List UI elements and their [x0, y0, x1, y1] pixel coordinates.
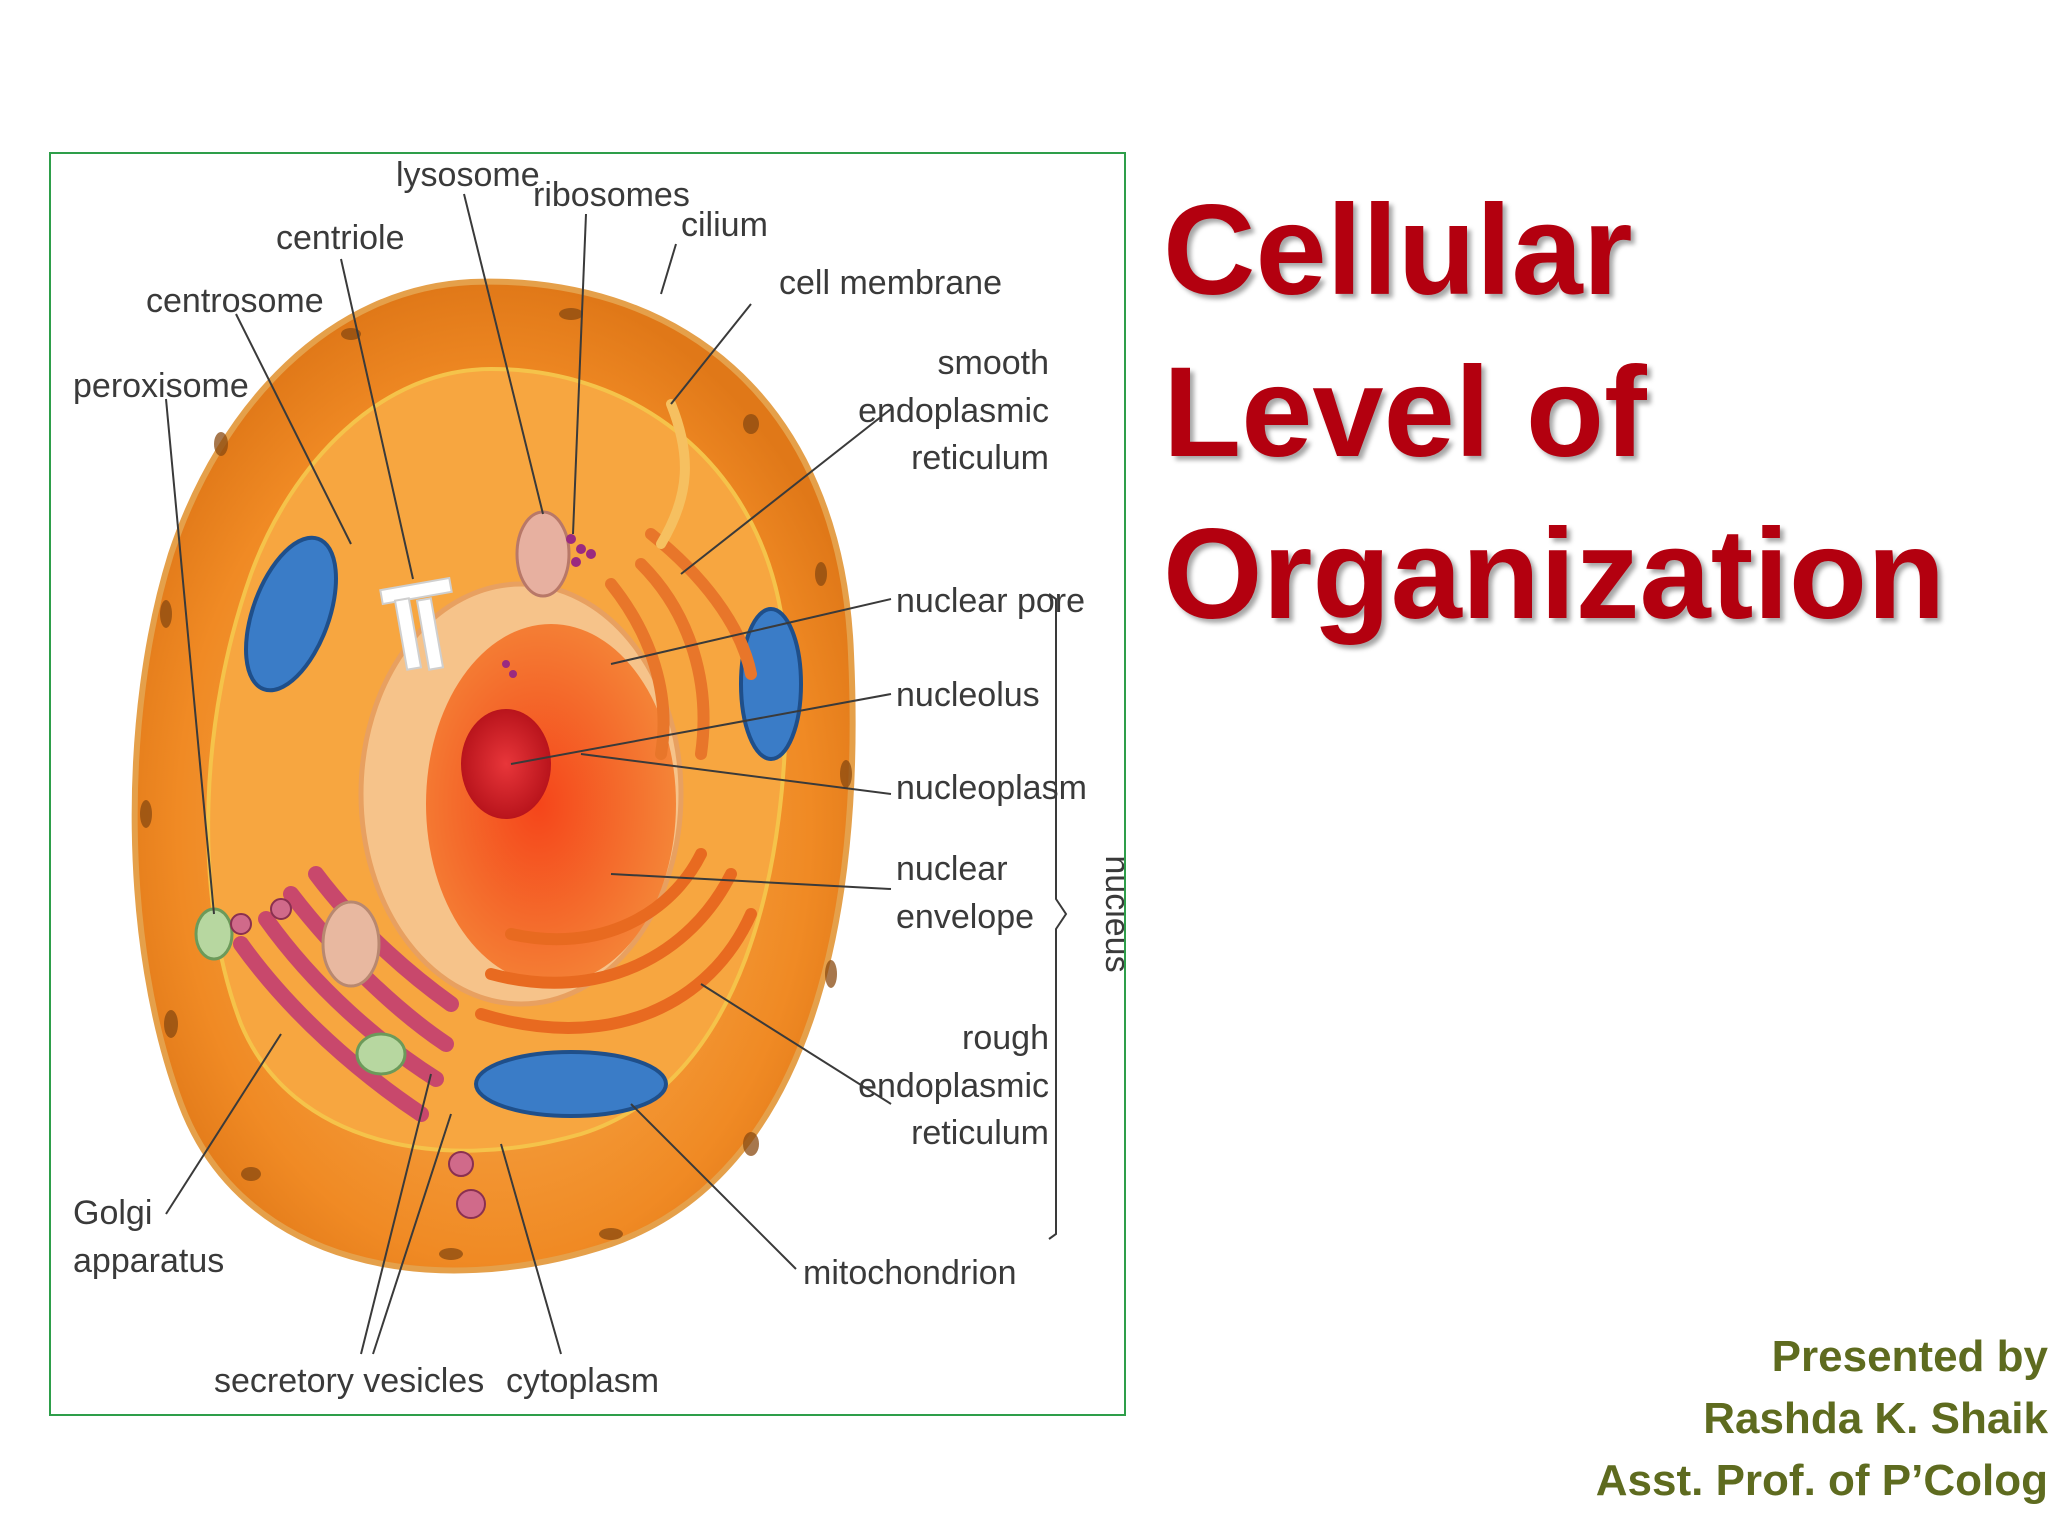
label-rough-er-2: endoplasmic [858, 1067, 1049, 1105]
label-nuclear-pore: nuclear pore [896, 582, 1085, 620]
presenter-line-3: Asst. Prof. of P’Colog [1595, 1456, 2048, 1505]
vesicle-shape-2 [355, 1032, 407, 1076]
membrane-pores [140, 308, 852, 1260]
mitochondrion-shapes [244, 535, 803, 1118]
presenter-block: Presented by Rashda K. Shaik Asst. Prof.… [1428, 1326, 2048, 1512]
title-line-1: Cellular [1163, 179, 1633, 322]
golgi-apparatus-shape [233, 866, 459, 1122]
ribosome-shapes [502, 534, 596, 678]
label-nucleus: nucleus [1098, 855, 1124, 972]
label-ribosomes: ribosomes [533, 176, 690, 214]
vesicle-shape [321, 900, 381, 988]
label-smooth-er-1: smooth [938, 344, 1050, 382]
presenter-line-1: Presented by [1771, 1332, 2048, 1381]
label-nuclear-envelope-1: nuclear [896, 850, 1008, 888]
lysosome-shape [515, 510, 571, 598]
label-smooth-er-3: reticulum [911, 439, 1049, 477]
label-peroxisome: peroxisome [73, 367, 249, 405]
label-golgi-1: Golgi [73, 1194, 152, 1232]
label-rough-er-3: reticulum [911, 1114, 1049, 1152]
presenter-line-2: Rashda K. Shaik [1703, 1394, 2048, 1443]
label-smooth-er-2: endoplasmic [858, 392, 1049, 430]
label-cytoplasm: cytoplasm [506, 1362, 659, 1400]
label-centriole: centriole [276, 219, 405, 257]
rough-er-shape [475, 848, 757, 1034]
label-cell-membrane: cell membrane [779, 264, 1002, 302]
label-cilium: cilium [681, 206, 768, 244]
label-nuclear-envelope-2: envelope [896, 898, 1034, 936]
label-secretory-vesicles: secretory vesicles [214, 1362, 484, 1400]
label-lysosome: lysosome [396, 156, 540, 194]
label-golgi-2: apparatus [73, 1242, 224, 1280]
nucleolus-shape [461, 709, 551, 819]
cell-diagram-frame: lysosome ribosomes cilium centriole cent… [49, 152, 1126, 1416]
label-centrosome: centrosome [146, 282, 324, 320]
leader-lines [165, 193, 1068, 1355]
label-nucleolus: nucleolus [896, 676, 1040, 714]
centriole-shape [379, 576, 453, 671]
title-line-3: Organization [1163, 503, 1946, 646]
peroxisome-shape [194, 907, 234, 961]
cilium-shape [656, 399, 690, 549]
nucleoplasm-shape [426, 624, 676, 984]
label-nucleoplasm: nucleoplasm [896, 769, 1087, 807]
label-rough-er-1: rough [962, 1019, 1049, 1057]
slide-title: Cellular Level of Organization [1163, 170, 2043, 656]
label-mitochondrion: mitochondrion [803, 1254, 1017, 1292]
animal-cell-diagram: lysosome ribosomes cilium centriole cent… [73, 156, 1124, 1400]
title-line-2: Level of [1163, 341, 1647, 484]
secretory-vesicle-shapes [230, 898, 486, 1219]
